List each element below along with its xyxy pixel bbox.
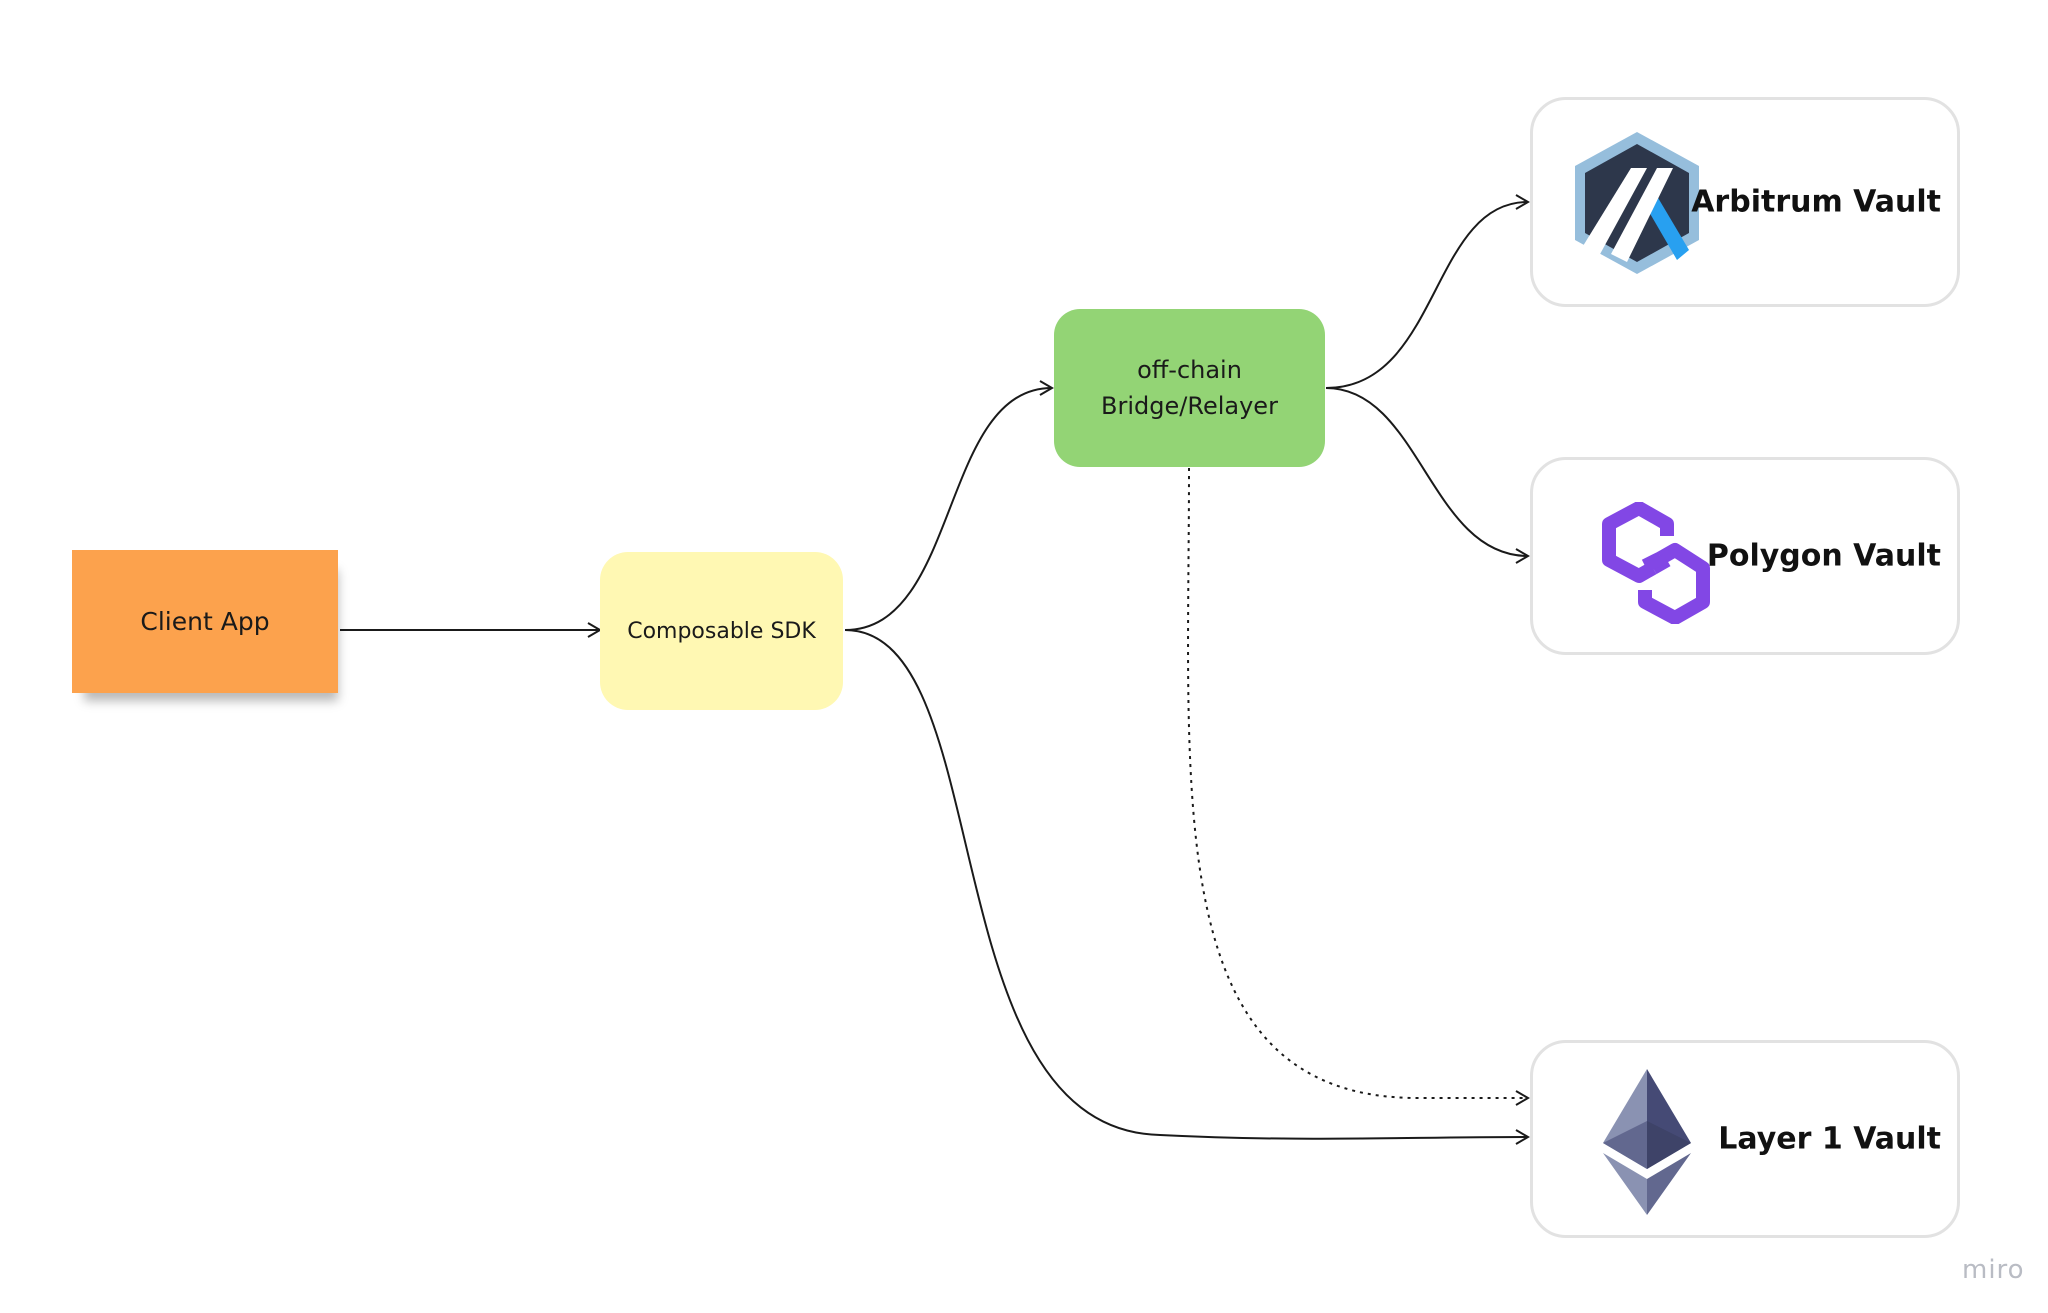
client-app-node[interactable]: Client App (72, 550, 338, 693)
client-app-label: Client App (140, 607, 270, 636)
edge-bridge-to-arbitrum (1325, 194, 1530, 389)
arbitrum-logo-icon (1575, 132, 1699, 274)
polygon-vault-label: Polygon Vault (1706, 538, 1941, 574)
layer1-vault-node[interactable]: Layer 1 Vault (1530, 1040, 1960, 1238)
arbitrum-vault-label: Arbitrum Vault (1691, 184, 1941, 220)
composable-sdk-label: Composable SDK (627, 618, 816, 644)
layer1-vault-label: Layer 1 Vault (1718, 1121, 1941, 1157)
bridge-label-line2: Bridge/Relayer (1101, 392, 1278, 420)
composable-sdk-node[interactable]: Composable SDK (600, 552, 843, 710)
ethereum-logo-icon (1603, 1069, 1691, 1215)
edge-sdk-to-bridge (844, 380, 1054, 631)
polygon-logo-icon (1602, 502, 1710, 624)
bridge-label-line1: off-chain (1137, 356, 1242, 384)
edge-bridge-to-layer1-dotted (1187, 467, 1530, 1106)
polygon-vault-node[interactable]: Polygon Vault (1530, 457, 1960, 655)
miro-watermark: miro (1962, 1255, 2025, 1285)
edge-sdk-to-layer1 (844, 629, 1530, 1145)
arbitrum-vault-node[interactable]: Arbitrum Vault (1530, 97, 1960, 307)
edge-bridge-to-polygon (1325, 387, 1530, 564)
bridge-relayer-node[interactable]: off-chain Bridge/Relayer (1054, 309, 1325, 467)
